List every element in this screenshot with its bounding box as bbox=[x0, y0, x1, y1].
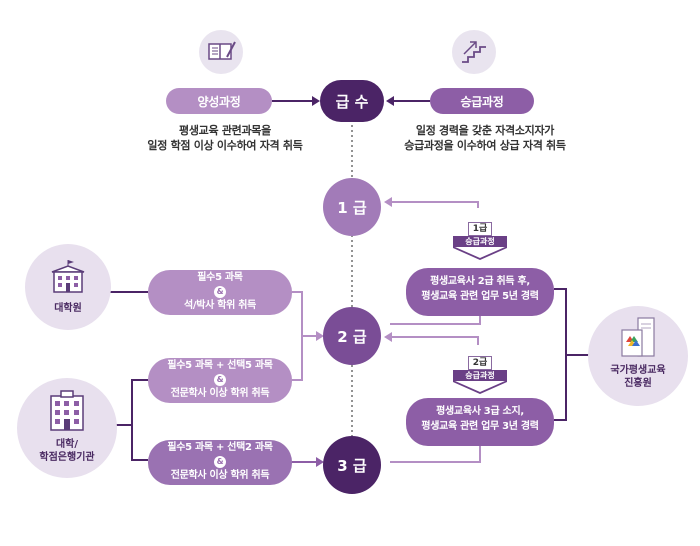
promotion-tag-2-label: 승급과정 bbox=[453, 370, 507, 382]
route-graduate-line-1: 필수5 과목 bbox=[197, 272, 243, 283]
promotion-tag-1: 1급 승급과정 bbox=[450, 222, 510, 260]
promotion-tag-2-grade: 2급 bbox=[468, 356, 492, 370]
promotion-condition-2-line-2: 평생교육 관련 업무 3년 경력 bbox=[421, 421, 539, 432]
book-pen-icon bbox=[199, 30, 243, 74]
stairs-icon bbox=[452, 30, 496, 74]
grade-3-circle: 3 급 bbox=[323, 436, 381, 494]
university-label-line-2: 학점은행기관 bbox=[39, 452, 95, 463]
route-univ-3-amp: & bbox=[214, 456, 226, 468]
route-graduate-amp: & bbox=[214, 286, 226, 298]
promotion-course-desc: 일정 경력을 갖춘 자격소지자가 승급과정을 이수하여 상급 자격 취득 bbox=[392, 123, 578, 153]
promotion-desc-line-1: 일정 경력을 갖춘 자격소지자가 bbox=[415, 124, 555, 137]
promotion-condition-2-line-1: 평생교육사 3급 소지, bbox=[436, 406, 524, 417]
training-course-pill: 양성과정 bbox=[166, 88, 272, 114]
university-circle: 대학/ 학점은행기관 bbox=[17, 378, 117, 478]
grade-1-circle: 1 급 bbox=[323, 178, 381, 236]
grade-2-circle: 2 급 bbox=[323, 307, 381, 365]
institute-icon bbox=[621, 317, 655, 357]
training-course-desc: 평생교육 관련과목을 일정 학점 이상 이수하여 자격 취득 bbox=[140, 123, 310, 153]
graduate-school-icon bbox=[51, 260, 85, 293]
promotion-condition-1: 평생교육사 2급 취득 후, 평생교육 관련 업무 5년 경력 bbox=[406, 268, 554, 316]
promotion-tag-1-grade: 1급 bbox=[468, 222, 492, 236]
promotion-course-pill: 승급과정 bbox=[430, 88, 534, 114]
route-univ-3-line-2: 전문학사 이상 학위 취득 bbox=[170, 470, 270, 481]
promotion-tag-1-label: 승급과정 bbox=[453, 236, 507, 248]
university-label-line-1: 대학/ bbox=[55, 439, 79, 450]
route-univ-2-line-2: 전문학사 이상 학위 취득 bbox=[170, 388, 270, 399]
university-icon bbox=[50, 390, 84, 431]
route-university-grade-2: 필수5 과목 + 선택5 과목 & 전문학사 이상 학위 취득 bbox=[148, 358, 292, 403]
promotion-tag-2: 2급 승급과정 bbox=[450, 356, 510, 394]
training-desc-line-2: 일정 학점 이상 이수하여 자격 취득 bbox=[147, 139, 303, 152]
route-univ-2-amp: & bbox=[214, 374, 226, 386]
nile-circle: 국가평생교육 진흥원 bbox=[588, 306, 688, 406]
route-univ-3-line-1: 필수5 과목 + 선택2 과목 bbox=[167, 442, 273, 453]
graduate-school-circle: 대학원 bbox=[25, 244, 111, 330]
nile-label-line-1: 국가평생교육 bbox=[610, 365, 666, 376]
promotion-condition-1-line-2: 평생교육 관련 업무 5년 경력 bbox=[421, 291, 539, 302]
graduate-school-label: 대학원 bbox=[54, 303, 82, 314]
grade-header-circle: 급 수 bbox=[320, 80, 384, 122]
promotion-desc-line-2: 승급과정을 이수하여 상급 자격 취득 bbox=[404, 139, 566, 152]
training-desc-line-1: 평생교육 관련과목을 bbox=[179, 124, 271, 137]
route-university-grade-3: 필수5 과목 + 선택2 과목 & 전문학사 이상 학위 취득 bbox=[148, 440, 292, 485]
route-graduate-line-2: 석/박사 학위 취득 bbox=[183, 300, 256, 311]
route-univ-2-line-1: 필수5 과목 + 선택5 과목 bbox=[167, 360, 273, 371]
route-graduate: 필수5 과목 & 석/박사 학위 취득 bbox=[148, 270, 292, 315]
promotion-condition-2: 평생교육사 3급 소지, 평생교육 관련 업무 3년 경력 bbox=[406, 398, 554, 446]
nile-label-line-2: 진흥원 bbox=[624, 378, 652, 389]
promotion-condition-1-line-1: 평생교육사 2급 취득 후, bbox=[430, 276, 530, 287]
